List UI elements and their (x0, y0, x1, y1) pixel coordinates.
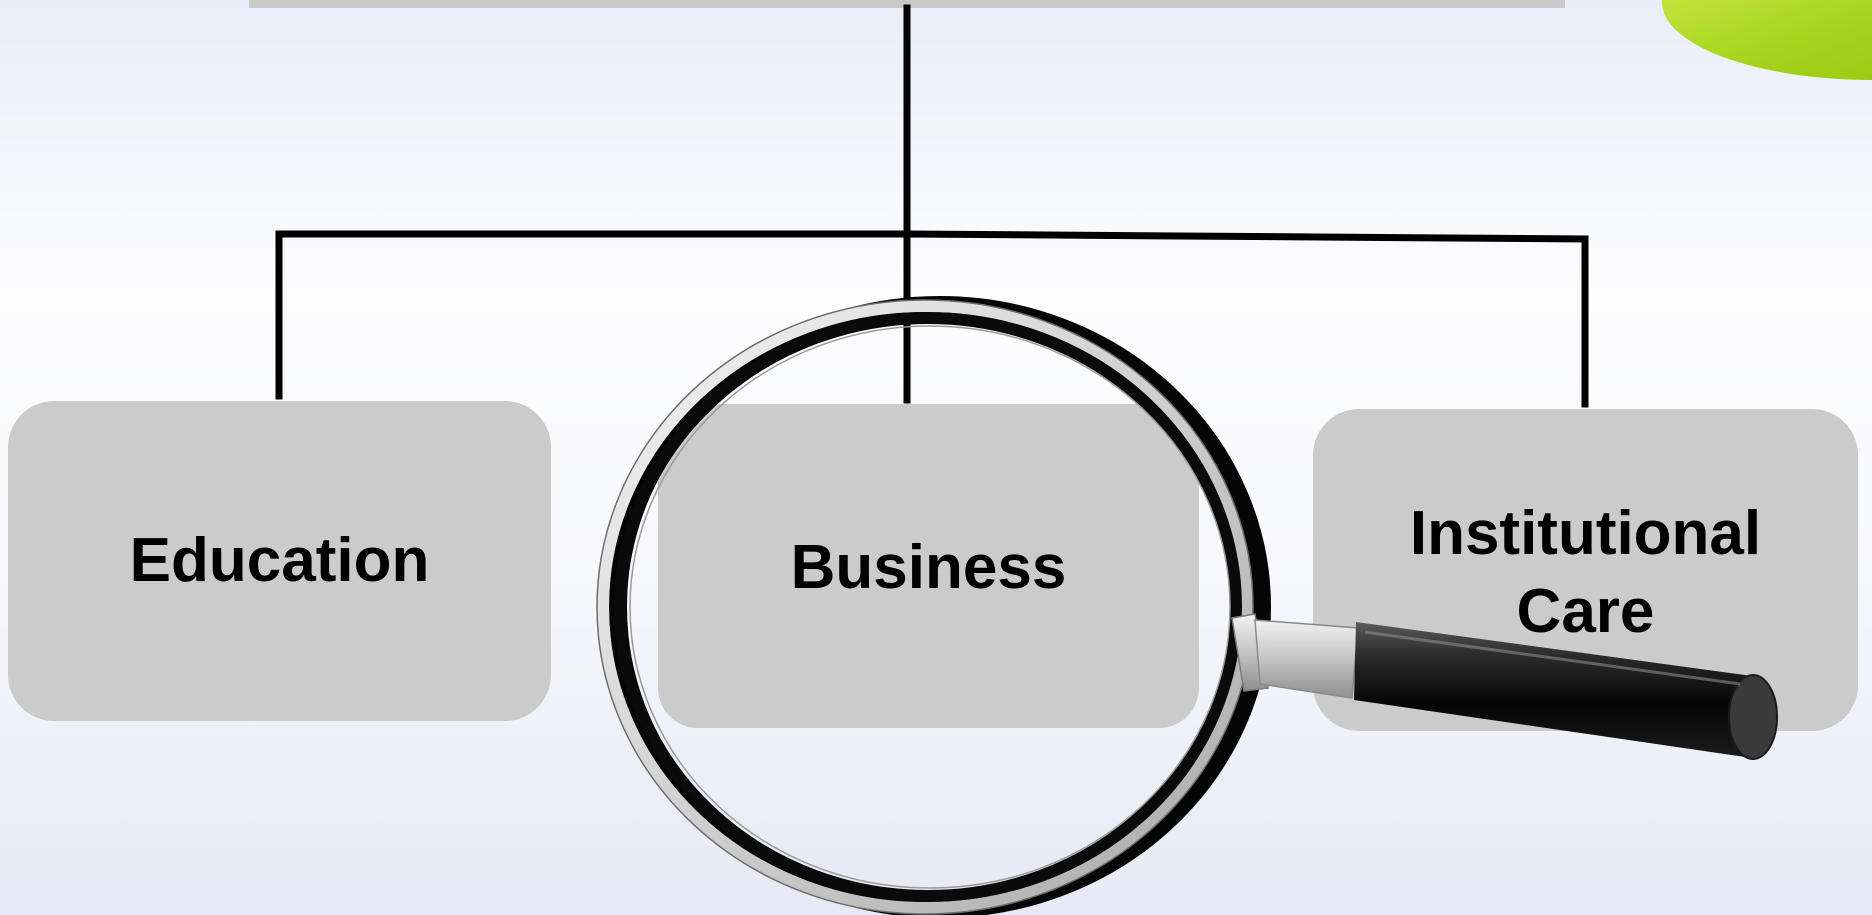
node-education: Education (8, 401, 551, 721)
node-institutional-care: Institutional Care (1313, 409, 1858, 731)
node-business: Business (658, 404, 1199, 728)
connector-crossbar (275, 230, 1589, 243)
parent-node-bottom-edge (249, 0, 1565, 8)
node-education-label: Education (129, 526, 430, 595)
node-institutional-care-label: Institutional Care (1409, 499, 1762, 646)
node-business-label: Business (790, 533, 1067, 602)
